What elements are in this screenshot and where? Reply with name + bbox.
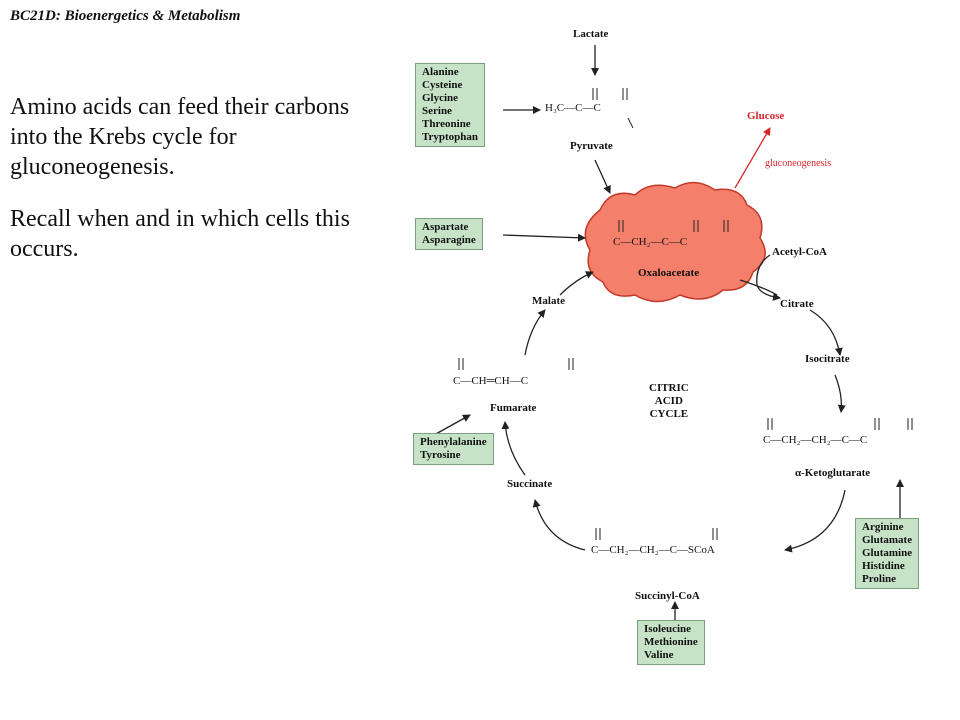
amino-acid-methionine: Methionine — [644, 636, 698, 648]
structure-fumarate: C—CH═CH—C — [453, 375, 529, 387]
amino-acid-serine: Serine — [422, 105, 452, 117]
label-isocitrate: Isocitrate — [805, 353, 850, 365]
amino-acid-valine: Valine — [644, 649, 674, 661]
cycle-word-1: CITRIC — [649, 382, 689, 394]
label-citric-acid-cycle: CITRIC ACID CYCLE — [649, 382, 689, 421]
amino-acid-asparagine: Asparagine — [422, 234, 476, 246]
label-ketoglutarate: α-Ketoglutarate — [795, 467, 871, 479]
label-succinate: Succinate — [507, 478, 553, 490]
label-glucose: Glucose — [747, 110, 785, 122]
label-pyruvate: Pyruvate — [570, 140, 613, 152]
amino-acid-glutamate: Glutamate — [862, 534, 913, 546]
amino-acid-isoleucine: Isoleucine — [644, 623, 692, 635]
amino-acid-threonine: Threonine — [422, 118, 471, 130]
amino-acid-tyrosine: Tyrosine — [420, 449, 461, 461]
label-citrate: Citrate — [780, 298, 814, 310]
label-succinyl-coa: Succinyl-CoA — [635, 590, 700, 602]
amino-acid-phenylalanine: Phenylalanine — [420, 436, 487, 448]
amino-acid-cysteine: Cysteine — [422, 79, 463, 91]
box-succinyl-amino-acids: Isoleucine Methionine Valine — [637, 620, 705, 665]
amino-acid-proline: Proline — [862, 573, 897, 585]
box-ketoglutarate-amino-acids: Arginine Glutamate Glutamine Histidine P… — [855, 518, 920, 589]
cycle-word-3: CYCLE — [649, 408, 689, 420]
structure-oxaloacetate: C—CH₂—C—C — [613, 236, 688, 248]
intro-paragraph-1: Amino acids can feed their carbons into … — [10, 94, 350, 180]
cycle-word-2: ACID — [654, 395, 683, 407]
box-oxaloacetate-amino-acids: Aspartate Asparagine — [415, 218, 483, 250]
label-lactate: Lactate — [573, 28, 609, 40]
label-malate: Malate — [532, 295, 565, 307]
amino-acid-arginine: Arginine — [862, 521, 904, 533]
structure-succinyl-coa: C—CH₂—CH₂—C—SCoA — [591, 544, 715, 556]
amino-acid-histidine: Histidine — [862, 560, 905, 572]
amino-acid-glutamine: Glutamine — [862, 547, 913, 559]
slide-header: BC21D: Bioenergetics & Metabolism — [10, 8, 241, 24]
structure-ketoglutarate: C—CH₂—CH₂—C—C — [763, 434, 868, 446]
intro-paragraph-2: Recall when and in which cells this occu… — [10, 206, 350, 262]
box-fumarate-amino-acids: Phenylalanine Tyrosine — [413, 433, 494, 465]
krebs-cycle-diagram: Alanine Cysteine Glycine Serine Threonin… — [395, 10, 955, 715]
label-acetyl-coa: Acetyl-CoA — [772, 246, 827, 258]
intro-text: Amino acids can feed their carbons into … — [10, 92, 370, 286]
oxaloacetate-blob — [584, 181, 766, 303]
amino-acid-glycine: Glycine — [422, 92, 459, 104]
label-oxaloacetate: Oxaloacetate — [638, 267, 700, 279]
amino-acid-tryptophan: Tryptophan — [422, 131, 479, 143]
label-gluconeogenesis: gluconeogenesis — [765, 158, 832, 169]
box-pyruvate-amino-acids: Alanine Cysteine Glycine Serine Threonin… — [415, 63, 486, 147]
amino-acid-aspartate: Aspartate — [422, 221, 469, 233]
label-fumarate: Fumarate — [490, 402, 537, 414]
diagram-arrows — [424, 45, 913, 625]
amino-acid-alanine: Alanine — [422, 66, 459, 78]
structure-pyruvate: H₃C—C—C — [545, 102, 601, 114]
